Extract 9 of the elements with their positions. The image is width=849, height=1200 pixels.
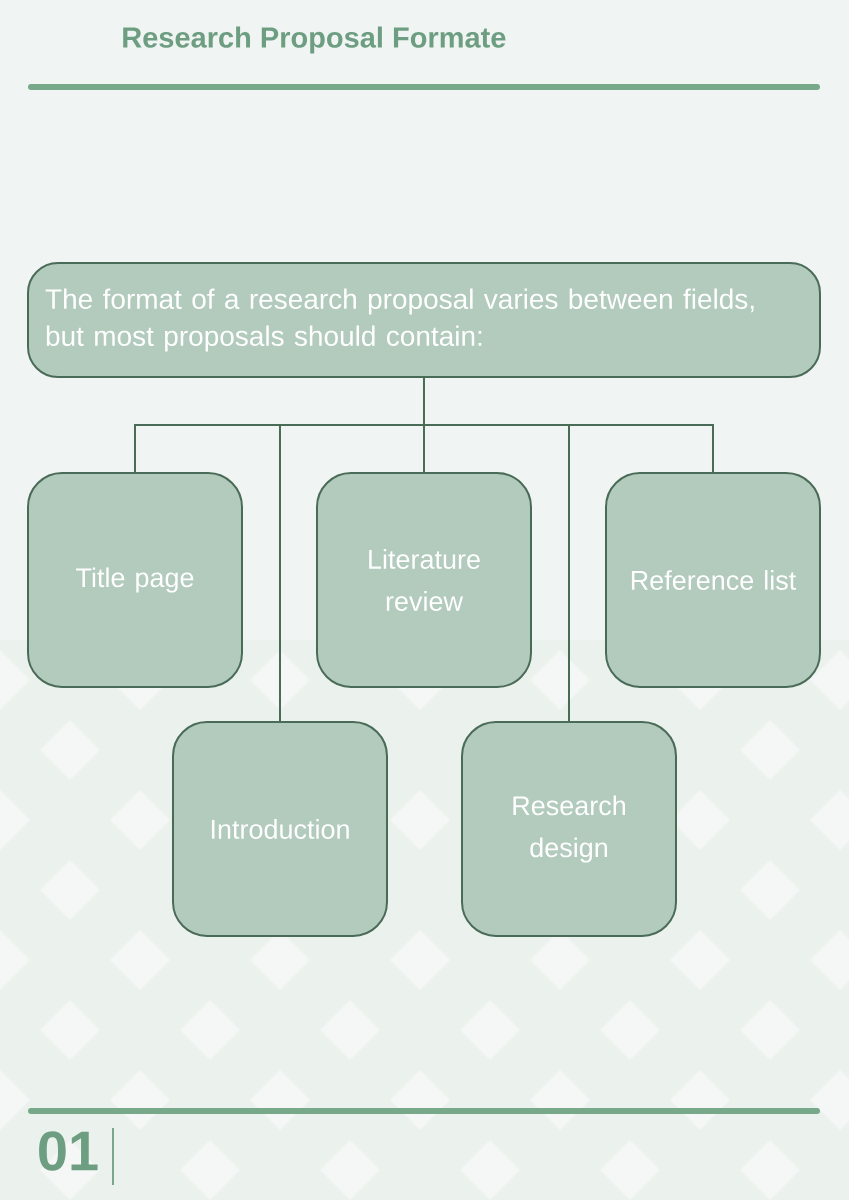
rounded-box: Literature review [316, 472, 532, 688]
rounded-box: Research design [461, 721, 677, 937]
connector-line [423, 377, 714, 473]
page-number: 01 [39, 1131, 98, 1171]
rounded-box: Reference list [605, 472, 821, 688]
rounded-box: Introduction [172, 721, 388, 937]
title: Research Proposal Formate [123, 26, 506, 54]
text-box: The format of a research proposal varies between fields, but most proposals should contain: [27, 262, 821, 378]
rounded-box: Title page [27, 472, 243, 688]
